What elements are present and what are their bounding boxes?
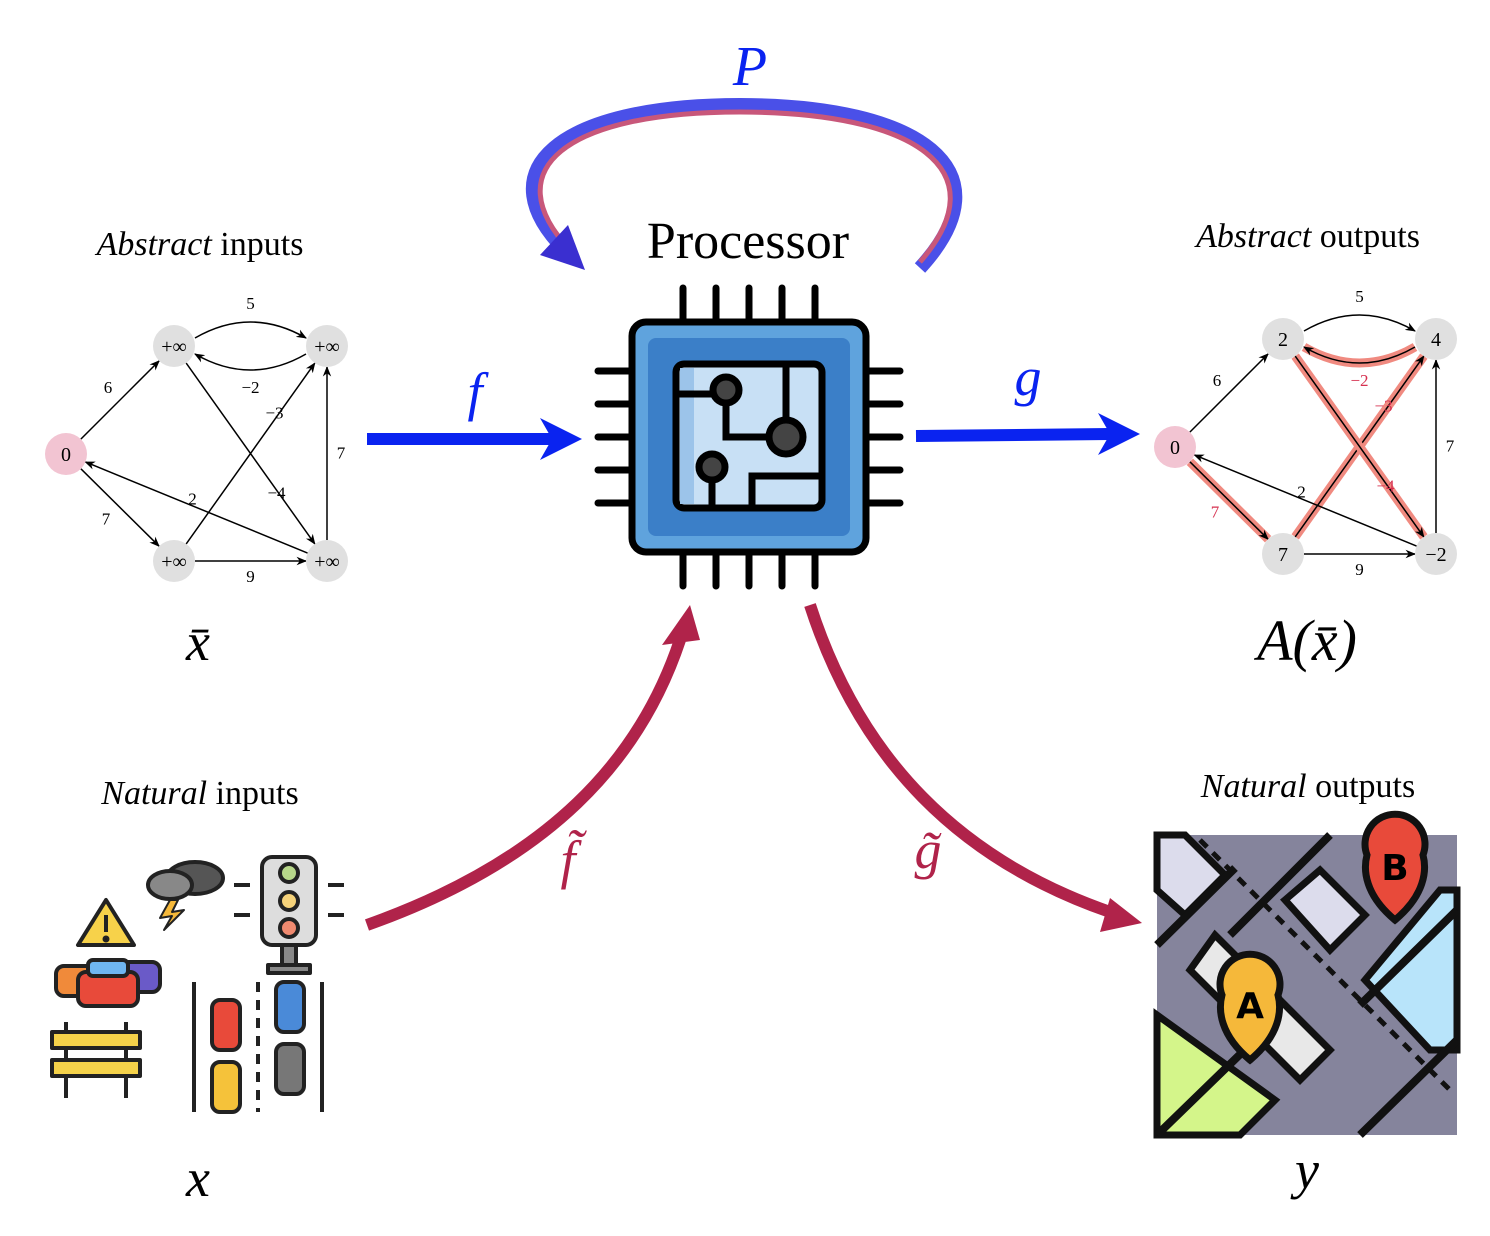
edge-weight: 9 xyxy=(1355,560,1364,579)
node-value: 7 xyxy=(1278,544,1288,566)
edge-weight: 7 xyxy=(102,510,111,529)
natural-inputs-symbol: x xyxy=(185,1148,210,1208)
node-value: −2 xyxy=(1425,544,1446,566)
pin-a-icon: A xyxy=(1216,950,1284,1065)
graph-edge xyxy=(1303,314,1416,332)
graph-node xyxy=(153,540,195,582)
natural-encoder-label: f̃ xyxy=(560,830,587,890)
loop-label: P xyxy=(732,36,767,98)
graph-edge xyxy=(1189,461,1269,540)
edge-weight: 7 xyxy=(1211,503,1220,522)
decoder-arrow xyxy=(915,413,1140,455)
graph-edge xyxy=(80,360,160,440)
node-value: 4 xyxy=(1431,329,1441,351)
edge-weight: 5 xyxy=(246,294,255,313)
roadblock-icon xyxy=(50,1022,142,1098)
decoder-label: g xyxy=(1015,347,1042,407)
pin-a-label: A xyxy=(1236,986,1264,1027)
pin-b-label: B xyxy=(1381,848,1408,889)
graph-edge xyxy=(194,353,307,371)
graph-node xyxy=(1415,318,1457,360)
graph-edge xyxy=(1294,355,1425,538)
graph-edge xyxy=(1189,353,1269,433)
processor-title: Processor xyxy=(647,213,849,270)
processor-chip-icon xyxy=(594,284,904,590)
abstract-inputs-symbol: x̄ xyxy=(185,612,210,672)
edge-weight: −4 xyxy=(1376,477,1395,496)
graph-edge xyxy=(1193,454,1417,547)
node-value: 2 xyxy=(1278,329,1288,351)
edge-weight: −4 xyxy=(267,484,286,503)
pin-b-icon: B xyxy=(1361,810,1429,925)
encoder-label: f xyxy=(467,362,489,422)
abstract-inputs-title: Abstract inputs xyxy=(95,226,304,263)
processor-loop-arrow xyxy=(525,97,963,273)
natural-decoder-label: g̃ xyxy=(915,820,943,880)
node-value: +∞ xyxy=(314,336,340,358)
traffic-light-icon xyxy=(234,855,344,975)
natural-inputs-icons xyxy=(50,855,344,1114)
abstract-outputs-symbol: A(x̄) xyxy=(1253,608,1357,673)
warning-icon xyxy=(76,898,136,947)
natural-encoder-arrow xyxy=(364,605,700,931)
abstract-inputs-graph: 6 7 5 −2 −3 −4 7 2 9 0 +∞ +∞ +∞ +∞ xyxy=(45,294,348,586)
loop-arrowhead xyxy=(540,225,585,270)
graph-node xyxy=(153,325,195,367)
graph-edge xyxy=(84,461,308,554)
encoder-arrow xyxy=(367,418,582,460)
edge-weight: 7 xyxy=(337,444,346,463)
source-node xyxy=(45,433,87,475)
graph-edge xyxy=(185,362,316,545)
natural-outputs-title: Natural outputs xyxy=(1200,768,1415,805)
edge-weight: 2 xyxy=(188,490,197,509)
edge-weight: −2 xyxy=(241,378,259,397)
graph-node xyxy=(1415,533,1457,575)
graph-node xyxy=(1262,318,1304,360)
city-map-icon: A B xyxy=(1153,810,1461,1139)
abstract-outputs-title: Abstract outputs xyxy=(1194,218,1420,255)
node-value: 0 xyxy=(61,444,71,466)
edge-weight: 7 xyxy=(1446,437,1455,456)
storm-icon xyxy=(146,860,225,931)
graph-node xyxy=(1262,533,1304,575)
source-node xyxy=(1154,426,1196,468)
edge-weight: 9 xyxy=(246,567,255,586)
graph-edge xyxy=(194,321,307,339)
graph-edge xyxy=(1303,346,1416,364)
edge-weight: −3 xyxy=(265,404,283,423)
edge-weight: −3 xyxy=(1374,397,1392,416)
graph-node xyxy=(306,325,348,367)
natural-inputs-title: Natural inputs xyxy=(100,775,298,812)
road-traffic-icon xyxy=(192,980,324,1114)
abstract-outputs-graph: 6 7 5 −2 −3 −4 7 2 9 0 2 4 7 −2 xyxy=(1154,287,1457,579)
natural-decoder-arrow xyxy=(804,603,1142,932)
node-value: +∞ xyxy=(161,336,187,358)
edge-weight: −2 xyxy=(1350,371,1368,390)
edge-weight: 5 xyxy=(1355,287,1364,306)
edge-weight: 2 xyxy=(1297,483,1306,502)
node-value: 0 xyxy=(1170,437,1180,459)
edge-weight: 6 xyxy=(104,378,113,397)
node-value: +∞ xyxy=(161,551,187,573)
node-value: +∞ xyxy=(314,551,340,573)
graph-node xyxy=(306,540,348,582)
graph-edge xyxy=(80,468,160,547)
edge-weight: 6 xyxy=(1213,371,1222,390)
car-crash-icon xyxy=(54,958,162,1008)
natural-outputs-symbol: y xyxy=(1290,1140,1319,1200)
